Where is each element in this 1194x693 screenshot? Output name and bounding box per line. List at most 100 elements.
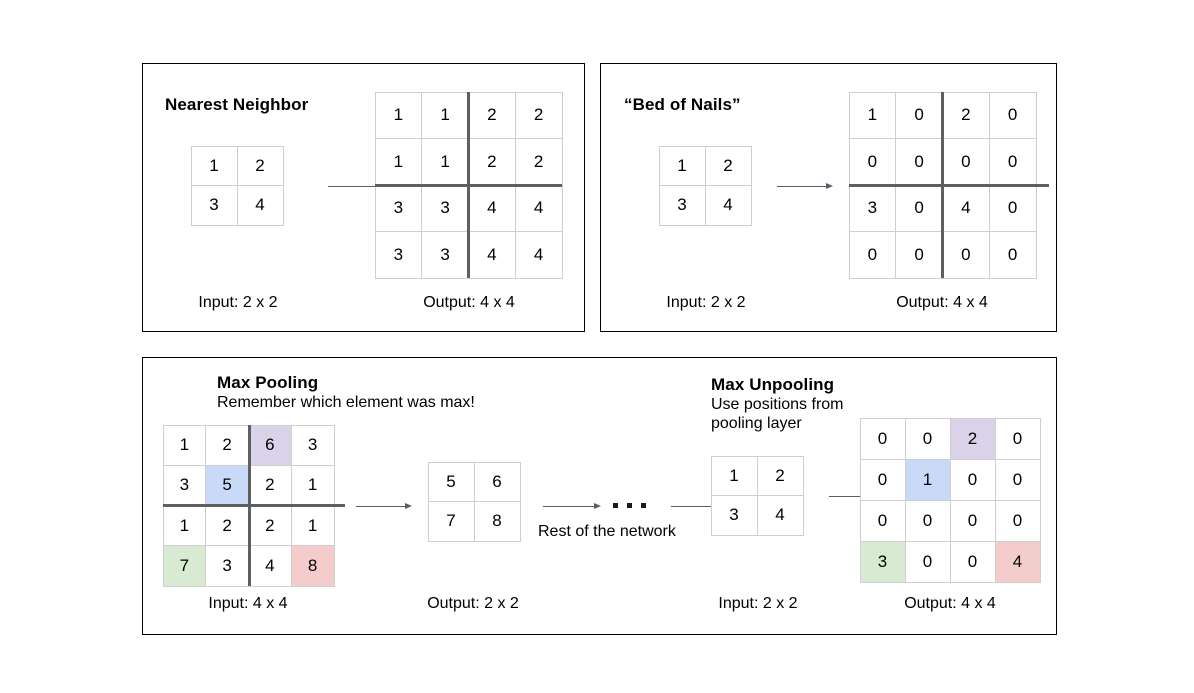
grid-cell: 7 xyxy=(427,501,475,542)
grid-cell-highlighted: 6 xyxy=(248,424,292,466)
grid-cell: 0 xyxy=(949,458,996,501)
caption-input-max-unpooling: Input: 2 x 2 xyxy=(718,595,798,612)
grid-cell: 2 xyxy=(756,455,804,496)
grid-cell: 1 xyxy=(374,138,423,186)
grid-cell: 3 xyxy=(162,464,207,506)
grid-cell: 1 xyxy=(162,505,207,547)
grid-cell: 3 xyxy=(848,184,897,232)
grid-cell: 2 xyxy=(205,505,249,547)
grid-cell: 0 xyxy=(895,231,943,279)
grid-cell: 4 xyxy=(756,495,804,536)
grid-cell: 0 xyxy=(988,231,1037,279)
grid-cell: 0 xyxy=(942,231,990,279)
grid-cell: 0 xyxy=(994,499,1041,542)
grid-cell: 2 xyxy=(248,505,292,547)
grid-cell: 1 xyxy=(421,91,469,139)
grid-cell: 0 xyxy=(988,91,1037,139)
grid-cell: 3 xyxy=(658,185,706,226)
grid-cell-highlighted: 7 xyxy=(162,545,207,587)
panel-title-max-unpooling: Max Unpooling xyxy=(711,375,835,394)
grid-cell: 1 xyxy=(710,455,758,496)
label-rest-of-network: Rest of the network xyxy=(538,523,676,540)
grid-cell: 2 xyxy=(514,91,563,139)
caption-output-bed-of-nails: Output: 4 x 4 xyxy=(896,294,988,311)
grid-cell: 3 xyxy=(205,545,249,587)
grid-cell: 4 xyxy=(248,545,292,587)
grid-cell: 4 xyxy=(514,231,563,279)
grid-cell: 4 xyxy=(468,184,516,232)
grid-cell: 1 xyxy=(421,138,469,186)
grid-cell-highlighted: 8 xyxy=(290,545,335,587)
grid-cell: 8 xyxy=(473,501,521,542)
grid-cell: 1 xyxy=(658,145,706,186)
grid-cell: 2 xyxy=(704,145,752,186)
panel-title-bed-of-nails: “Bed of Nails” xyxy=(624,95,741,114)
grid-cell: 2 xyxy=(468,138,516,186)
panel-max-pooling-unpooling: Max Pooling Remember which element was m… xyxy=(142,357,1057,635)
panel-subtitle-max-pooling: Remember which element was max! xyxy=(217,394,475,411)
grid-cell: 0 xyxy=(895,138,943,186)
arrow-rest-of-network-left xyxy=(543,501,601,511)
grid-cell: 5 xyxy=(427,461,475,502)
grid-cell: 1 xyxy=(162,424,207,466)
grid-cell-highlighted: 3 xyxy=(859,540,906,583)
panel-title-nearest-neighbor: Nearest Neighbor xyxy=(165,95,309,114)
grid-cell: 0 xyxy=(988,138,1037,186)
grid-cell: 4 xyxy=(236,185,284,226)
grid-cell: 0 xyxy=(994,417,1041,460)
grid-cell: 4 xyxy=(468,231,516,279)
grid-cell: 3 xyxy=(190,185,238,226)
grid-cell: 2 xyxy=(514,138,563,186)
block-divider-horizontal xyxy=(163,504,345,507)
grid-cell: 3 xyxy=(421,184,469,232)
grid-cell: 0 xyxy=(895,91,943,139)
grid-cell: 0 xyxy=(904,540,951,583)
grid-cell: 0 xyxy=(859,417,906,460)
caption-output-max-pooling: Output: 2 x 2 xyxy=(427,595,519,612)
arrow-max-pooling xyxy=(356,501,412,511)
grid-cell: 3 xyxy=(421,231,469,279)
grid-cell: 0 xyxy=(949,499,996,542)
grid-cell: 0 xyxy=(988,184,1037,232)
ellipsis-dots xyxy=(613,503,646,508)
grid-cell: 1 xyxy=(190,145,238,186)
grid-cell: 3 xyxy=(710,495,758,536)
arrow-bed-of-nails xyxy=(777,181,833,191)
grid-cell: 6 xyxy=(473,461,521,502)
grid-cell: 0 xyxy=(994,458,1041,501)
grid-cell: 0 xyxy=(949,540,996,583)
grid-cell: 4 xyxy=(942,184,990,232)
grid-cell: 2 xyxy=(942,91,990,139)
grid-cell-highlighted: 2 xyxy=(949,417,996,460)
grid-cell-highlighted: 4 xyxy=(994,540,1041,583)
grid-cell: 3 xyxy=(374,184,423,232)
grid-cell: 3 xyxy=(374,231,423,279)
grid-cell: 0 xyxy=(859,458,906,501)
grid-cell: 2 xyxy=(205,424,249,466)
grid-cell: 3 xyxy=(290,424,335,466)
caption-output-max-unpooling: Output: 4 x 4 xyxy=(904,595,996,612)
grid-cell: 0 xyxy=(848,231,897,279)
grid-cell: 0 xyxy=(848,138,897,186)
grid-cell: 0 xyxy=(895,184,943,232)
caption-output-nearest-neighbor: Output: 4 x 4 xyxy=(423,294,515,311)
grid-cell: 4 xyxy=(514,184,563,232)
caption-input-bed-of-nails: Input: 2 x 2 xyxy=(666,294,746,311)
panel-title-max-pooling: Max Pooling xyxy=(217,373,319,392)
grid-cell: 0 xyxy=(904,499,951,542)
grid-cell: 0 xyxy=(942,138,990,186)
grid-cell: 1 xyxy=(374,91,423,139)
block-divider-horizontal xyxy=(849,184,1049,187)
grid-cell-highlighted: 5 xyxy=(205,464,249,506)
grid-cell: 2 xyxy=(248,464,292,506)
grid-cell: 4 xyxy=(704,185,752,226)
grid-cell: 2 xyxy=(468,91,516,139)
grid-cell: 0 xyxy=(904,417,951,460)
